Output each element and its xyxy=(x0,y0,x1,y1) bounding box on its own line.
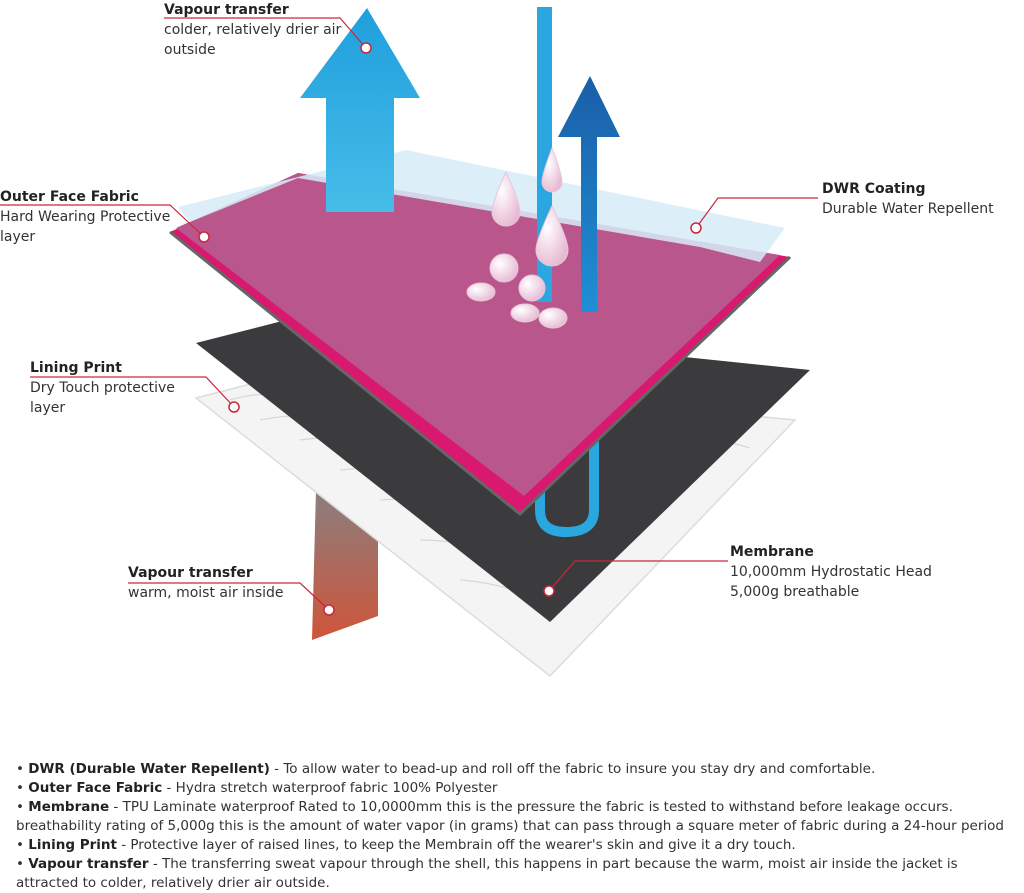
label-lining-desc: Dry Touch protective layer xyxy=(30,380,175,416)
label-lining-title: Lining Print xyxy=(30,360,122,376)
leader-lines xyxy=(0,17,818,611)
label-vapour-out-desc: colder, relatively drier air outside xyxy=(164,22,342,58)
label-vapour-in-desc: warm, moist air inside xyxy=(128,585,284,601)
note-text: - The transferring sweat vapour through … xyxy=(16,856,958,891)
label-outer-face-title: Outer Face Fabric xyxy=(0,189,139,205)
label-membrane: Membrane 10,000mm Hydrostatic Head 5,000… xyxy=(730,542,932,602)
label-vapour-in: Vapour transfer warm, moist air inside xyxy=(128,563,284,603)
label-membrane-desc: 10,000mm Hydrostatic Head 5,000g breatha… xyxy=(730,564,932,600)
water-droplets xyxy=(466,146,569,329)
label-outer-face: Outer Face Fabric Hard Wearing Protectiv… xyxy=(0,187,170,247)
note-term: Vapour transfer xyxy=(28,856,149,872)
vapour-u-tube xyxy=(535,435,599,538)
label-membrane-title: Membrane xyxy=(730,544,814,560)
note-item: • DWR (Durable Water Repellent) - To all… xyxy=(16,761,876,777)
note-term: Membrane xyxy=(28,799,110,815)
note-item: • Vapour transfer - The transferring swe… xyxy=(16,856,958,891)
note-term: Outer Face Fabric xyxy=(28,780,163,796)
label-lining: Lining Print Dry Touch protective layer xyxy=(30,358,175,418)
note-text: - To allow water to bead-up and roll off… xyxy=(269,761,876,777)
notes-list: • DWR (Durable Water Repellent) - To all… xyxy=(16,760,1006,893)
label-dwr-desc: Durable Water Repellent xyxy=(822,201,994,217)
leader-dots xyxy=(198,42,702,616)
label-dwr-title: DWR Coating xyxy=(822,181,926,197)
label-vapour-in-title: Vapour transfer xyxy=(128,565,253,581)
note-item: • Outer Face Fabric - Hydra stretch wate… xyxy=(16,780,498,796)
vapour-dark-arrow xyxy=(558,76,620,312)
outer-face-fabric-layer xyxy=(176,173,780,496)
note-text: - Protective layer of raised lines, to k… xyxy=(116,837,796,853)
label-outer-face-desc: Hard Wearing Protective layer xyxy=(0,209,171,245)
note-term: DWR (Durable Water Repellent) xyxy=(28,761,270,777)
note-text: - Hydra stretch waterproof fabric 100% P… xyxy=(162,780,498,796)
note-term: Lining Print xyxy=(28,837,117,853)
vapour-out-arrow xyxy=(300,8,420,212)
label-dwr: DWR Coating Durable Water Repellent xyxy=(822,179,994,219)
note-item: • Lining Print - Protective layer of rai… xyxy=(16,837,796,853)
label-vapour-out-title: Vapour transfer xyxy=(164,2,289,18)
label-vapour-out: Vapour transfer colder, relatively drier… xyxy=(164,0,341,60)
note-text: - TPU Laminate waterproof Rated to 10,00… xyxy=(16,799,1004,834)
fabric-layers-diagram xyxy=(0,7,818,678)
note-item: • Membrane - TPU Laminate waterproof Rat… xyxy=(16,799,1004,834)
